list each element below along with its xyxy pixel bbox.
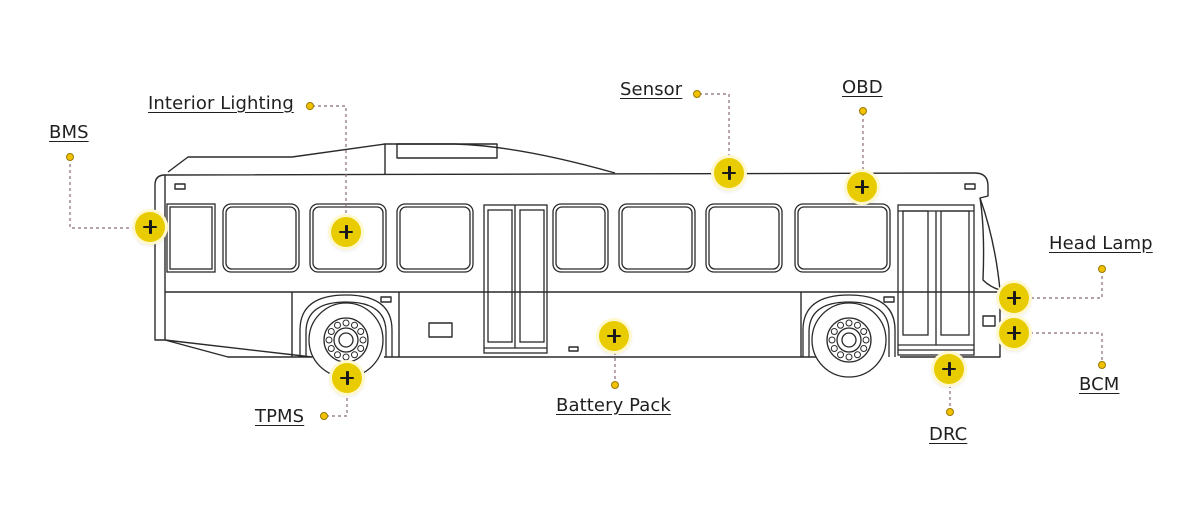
hotspot-bcm[interactable] xyxy=(999,318,1029,348)
window-3 xyxy=(309,203,387,273)
connector-line-bms xyxy=(69,158,135,229)
bus-roof-outline xyxy=(167,143,616,174)
label-sensor[interactable]: Sensor xyxy=(620,79,683,100)
connector-dot-drc xyxy=(946,408,954,416)
hotspot-head-lamp[interactable] xyxy=(999,283,1029,313)
plus-icon xyxy=(143,220,157,234)
plus-icon xyxy=(942,362,956,376)
lug-nut xyxy=(351,321,358,329)
lug-nut xyxy=(327,345,335,352)
connector-dot-head-lamp xyxy=(1098,265,1106,273)
label-head-lamp[interactable]: Head Lamp xyxy=(1049,233,1153,254)
front-door xyxy=(897,204,975,356)
lug-nut xyxy=(325,336,333,344)
hotspot-drc[interactable] xyxy=(934,354,964,384)
connector-line-tpms xyxy=(326,394,348,417)
lug-nut xyxy=(334,321,341,329)
lug-nut xyxy=(828,336,836,344)
lug-nut xyxy=(830,345,838,352)
plus-icon xyxy=(1007,291,1021,305)
front-wheel-arch xyxy=(802,294,896,357)
plus-icon xyxy=(722,166,736,180)
window-7 xyxy=(705,203,783,273)
hotspot-tpms[interactable] xyxy=(332,363,362,393)
plus-icon xyxy=(855,180,869,194)
connector-dot-tpms xyxy=(320,412,328,420)
plus-icon xyxy=(339,225,353,239)
plus-icon xyxy=(607,329,621,343)
label-bms[interactable]: BMS xyxy=(49,122,89,143)
connector-line-head-lamp xyxy=(1030,270,1103,299)
label-obd[interactable]: OBD xyxy=(842,77,883,98)
lug-nut xyxy=(837,321,844,329)
connector-line-interior-lighting xyxy=(312,105,347,217)
lug-nut xyxy=(342,353,350,361)
plus-icon xyxy=(340,371,354,385)
connector-line-bcm xyxy=(1030,332,1103,362)
label-tpms[interactable]: TPMS xyxy=(255,406,305,427)
connector-dot-interior-lighting xyxy=(306,102,314,110)
window-4 xyxy=(396,203,474,273)
hotspot-battery-pack[interactable] xyxy=(599,321,629,351)
hotspot-sensor[interactable] xyxy=(714,158,744,188)
window-6 xyxy=(618,203,696,273)
connector-dot-bms xyxy=(66,153,74,161)
lug-nut xyxy=(845,319,853,327)
window-2 xyxy=(222,203,300,273)
label-interior-lighting[interactable]: Interior Lighting xyxy=(148,93,294,114)
lug-nut xyxy=(845,353,853,361)
label-bcm[interactable]: BCM xyxy=(1079,374,1120,395)
hotspot-interior-lighting[interactable] xyxy=(331,217,361,247)
rear-wheel-arch xyxy=(299,294,393,357)
lug-nut xyxy=(860,345,868,352)
label-drc[interactable]: DRC xyxy=(929,424,968,445)
window-8 xyxy=(794,203,891,273)
hotspot-bms[interactable] xyxy=(135,212,165,242)
plus-icon xyxy=(1007,326,1021,340)
lug-nut xyxy=(351,351,358,359)
window-5 xyxy=(552,203,609,273)
lug-nut xyxy=(342,319,350,327)
connector-line-sensor xyxy=(699,93,730,158)
label-battery-pack[interactable]: Battery Pack xyxy=(556,395,671,416)
lug-nut xyxy=(860,328,868,335)
connector-dot-bcm xyxy=(1098,361,1106,369)
hotspot-obd[interactable] xyxy=(847,172,877,202)
connector-dot-sensor xyxy=(693,90,701,98)
lug-nut xyxy=(357,345,365,352)
lug-nut xyxy=(334,351,341,359)
lug-nut xyxy=(327,328,335,335)
lug-nut xyxy=(862,336,870,344)
connector-dot-obd xyxy=(859,107,867,115)
lug-nut xyxy=(837,351,844,359)
lug-nut xyxy=(830,328,838,335)
window-1 xyxy=(166,203,216,273)
lug-nut xyxy=(357,328,365,335)
lug-nut xyxy=(854,321,861,329)
lug-nut xyxy=(854,351,861,359)
roof-hatch xyxy=(396,143,498,159)
lug-nut xyxy=(359,336,367,344)
connector-dot-battery-pack xyxy=(611,381,619,389)
